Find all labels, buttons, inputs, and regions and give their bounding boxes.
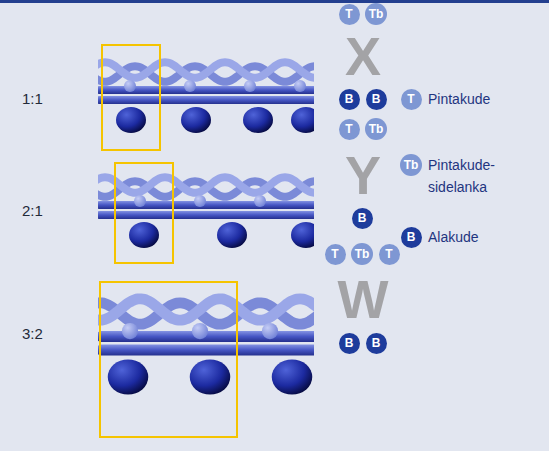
circle-letter: T [345, 8, 352, 20]
legend-text: Pintakude [428, 88, 490, 110]
circle-letter: B [407, 231, 416, 243]
circle-letter: T [385, 248, 392, 260]
circle-letter: Tb [355, 248, 370, 260]
weave-row [98, 177, 314, 248]
ratio-label: 1:1 [22, 91, 43, 106]
letter-circle: T [339, 119, 360, 140]
letter-circle: B [401, 227, 422, 248]
circle-letter: Tb [404, 159, 419, 171]
legend-text: Alakude [428, 226, 479, 248]
top-bar [0, 0, 549, 3]
repeat-frame [115, 163, 173, 263]
letter-circle: Tb [365, 3, 387, 25]
letter-circle: Tb [365, 118, 387, 140]
legend-text: Pintakude-sidelanka [428, 154, 528, 198]
circle-letter: B [345, 337, 354, 349]
letter-circle: T [325, 244, 346, 265]
circle-letter: B [372, 337, 381, 349]
circle-letter: T [331, 248, 338, 260]
letter-circle: B [366, 333, 387, 354]
weave-letter: W [338, 272, 389, 326]
weave-letter: Y [345, 148, 381, 202]
weave-row [98, 62, 314, 133]
letter-circle: T [379, 244, 400, 265]
circle-letter: B [358, 212, 367, 224]
circle-letter: T [345, 123, 352, 135]
circle-letter: Tb [369, 8, 384, 20]
letter-circle: B [339, 333, 360, 354]
circle-letter: B [372, 93, 381, 105]
letter-circle: Tb [351, 243, 373, 265]
circle-letter: B [345, 93, 354, 105]
letter-circle: Tb [400, 154, 422, 176]
letter-circle: B [366, 89, 387, 110]
letter-circle: B [352, 208, 373, 229]
weave-drawing [98, 62, 314, 394]
letter-circle: B [339, 89, 360, 110]
repeat-frame [102, 45, 160, 150]
circle-letter: T [407, 93, 414, 105]
circle-letter: Tb [369, 123, 384, 135]
letter-circle: T [339, 4, 360, 25]
weave-row [98, 299, 314, 395]
repeat-frame [100, 282, 237, 437]
ratio-label: 2:1 [22, 203, 43, 218]
letter-circle: T [401, 89, 422, 110]
ratio-label: 3:2 [22, 326, 43, 341]
weave-letter: X [345, 29, 381, 83]
